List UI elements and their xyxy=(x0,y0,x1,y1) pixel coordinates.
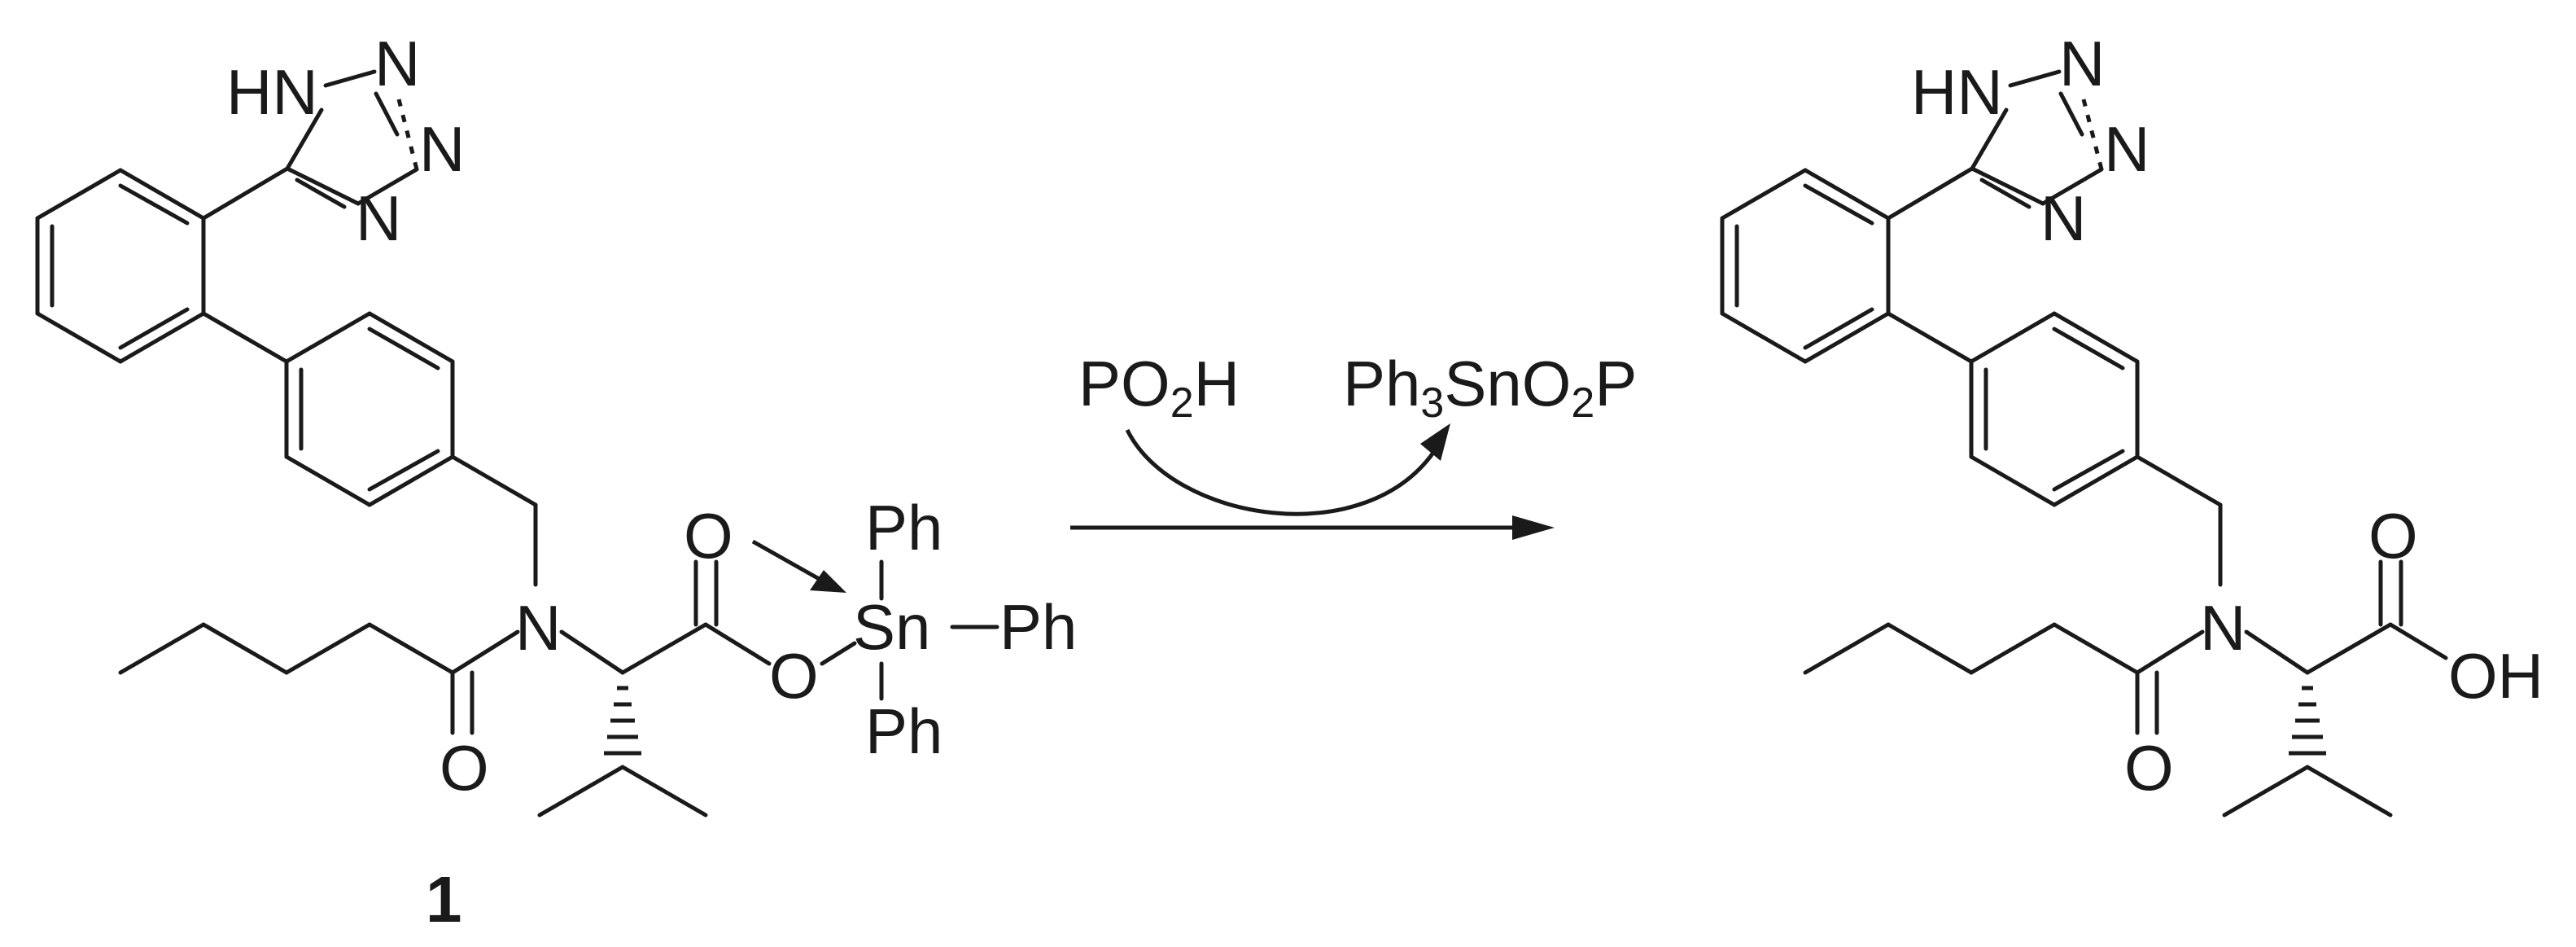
label-hn: HN xyxy=(226,56,318,128)
product: HN N N N N O O OH xyxy=(1720,28,2543,818)
label-hn: HN xyxy=(1911,56,2003,128)
label-sn: Sn xyxy=(853,591,930,663)
reaction-arrow: PO2H Ph3SnO2P xyxy=(1070,348,1637,540)
label-n: N xyxy=(2200,592,2246,664)
byproduct-ph3sno2p: Ph3SnO2P xyxy=(1343,348,1637,427)
label-o: O xyxy=(684,500,733,572)
label-ph: Ph xyxy=(865,695,942,767)
label-o: O xyxy=(2368,500,2418,572)
reagent-po2h: PO2H xyxy=(1078,348,1240,427)
label-o: O xyxy=(2124,732,2174,804)
label-n: N xyxy=(2059,28,2105,99)
label-oh: OH xyxy=(2448,640,2543,712)
label-n: N xyxy=(2040,182,2086,254)
starting-material: HN N N N N O O O Sn Ph Ph Ph 1 xyxy=(35,28,1077,936)
label-o: O xyxy=(769,640,819,712)
label-n: N xyxy=(356,182,401,254)
compound-number: 1 xyxy=(426,863,462,936)
label-n: N xyxy=(515,592,561,664)
label-o: O xyxy=(440,732,489,804)
label-n: N xyxy=(2104,113,2150,185)
label-ph: Ph xyxy=(865,492,942,563)
label-n: N xyxy=(419,113,465,185)
label-n: N xyxy=(374,28,420,99)
label-ph: Ph xyxy=(999,591,1077,663)
